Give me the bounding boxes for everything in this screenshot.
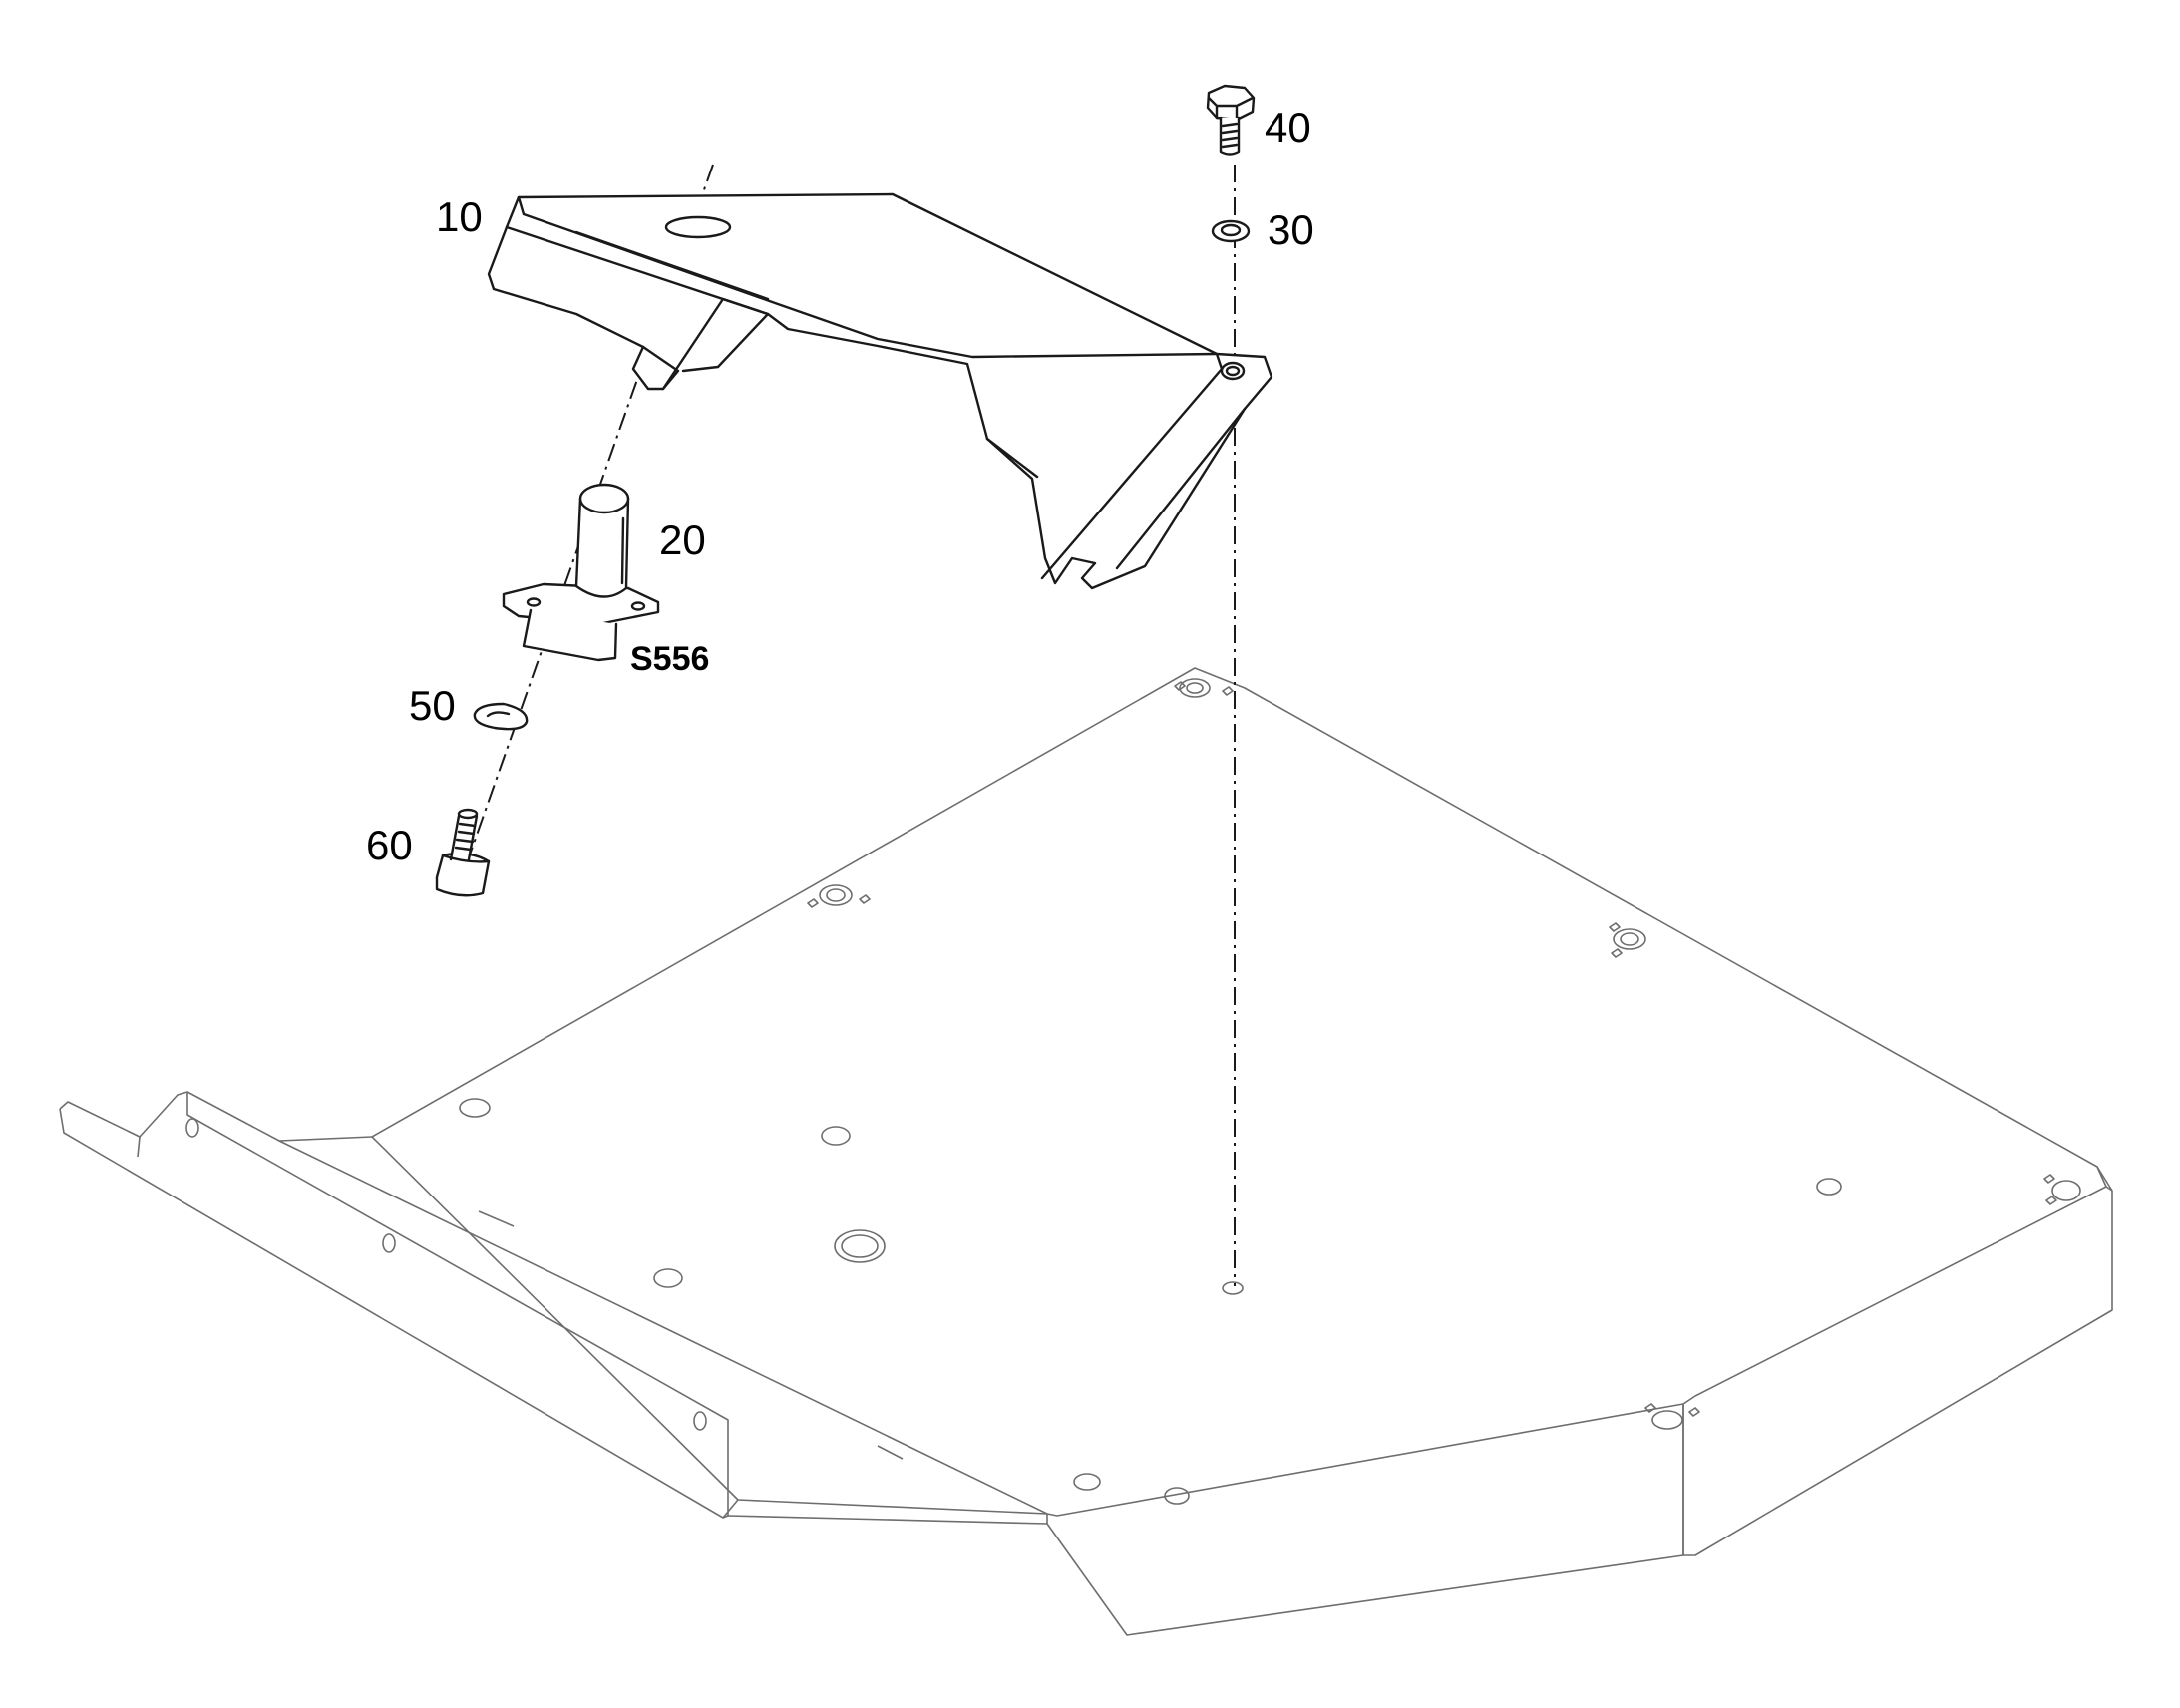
- sensor-part-20: [502, 483, 660, 662]
- sensor-bottom-body: [522, 608, 618, 662]
- bolt-part-40: [1206, 84, 1256, 156]
- base-plate-right-wall: [1682, 1166, 2113, 1556]
- bracket-part-10: [487, 192, 1273, 590]
- callout-30: 30: [1268, 206, 1314, 253]
- screw-part-60: [435, 808, 491, 897]
- bracket-bolt-hole: [1220, 361, 1246, 381]
- washer-part-30: [1211, 219, 1251, 243]
- callout-50: 50: [409, 682, 456, 729]
- callout-40: 40: [1265, 104, 1311, 151]
- base-plate-front-wall: [1046, 1404, 1684, 1636]
- callout-60: 60: [366, 822, 413, 868]
- base-plate-holes: [459, 678, 2081, 1505]
- bracket-sensor-hole: [664, 215, 732, 239]
- callout-s556: S556: [630, 640, 709, 678]
- washer-part-50: [473, 702, 529, 731]
- base-plate: [59, 667, 2113, 1636]
- base-plate-top-face: [371, 667, 2107, 1517]
- callout-10: 10: [436, 193, 483, 240]
- base-plate-left-flange: [59, 1091, 373, 1142]
- callout-20: 20: [659, 516, 706, 563]
